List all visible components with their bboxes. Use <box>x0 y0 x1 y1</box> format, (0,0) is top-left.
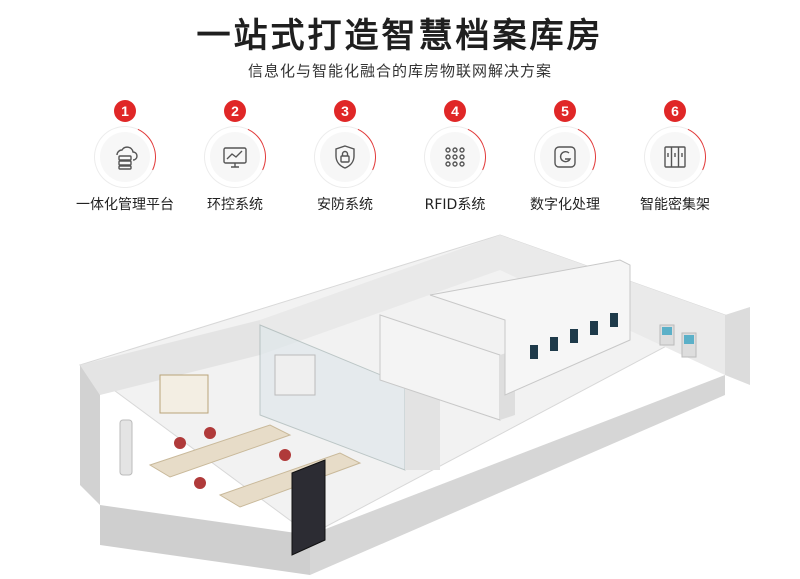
feature-item-smart-shelf: 6 智能密集架 <box>620 100 730 220</box>
digital-g-icon <box>540 132 590 182</box>
air-purifier <box>119 419 133 476</box>
kiosk-terminal <box>659 324 697 358</box>
whiteboard <box>159 374 209 414</box>
room-wall-back <box>260 235 500 355</box>
feature-item-rfid: 4 RFID系统 <box>400 100 510 220</box>
file-cabinet <box>274 354 316 396</box>
page-subtitle: 信息化与智能化融合的库房物联网解决方案 <box>247 62 552 80</box>
feature-number: 3 <box>334 100 356 122</box>
feature-label: 安防系统 <box>317 197 373 213</box>
feature-item-security: 3 安防系统 <box>290 100 400 220</box>
feature-item-digital: 5 数字化处理 <box>510 100 620 220</box>
archive-room-illustration <box>78 234 750 575</box>
feature-label: 智能密集架 <box>640 197 710 213</box>
feature-list: 1 一体化管理平台 2 环控系统 3 <box>70 100 730 220</box>
security-door <box>291 459 326 556</box>
page-title: 一站式打造智慧档案库房 <box>196 16 604 56</box>
feature-item-env-control: 2 环控系统 <box>180 100 290 220</box>
dense-shelf-group-right <box>429 259 631 396</box>
cabinet-icon <box>650 132 700 182</box>
shield-lock-icon <box>320 132 370 182</box>
feature-item-platform: 1 一体化管理平台 <box>70 100 180 220</box>
server-cloud-icon <box>100 132 150 182</box>
feature-number: 5 <box>554 100 576 122</box>
feature-number: 2 <box>224 100 246 122</box>
feature-label: RFID系统 <box>424 197 486 213</box>
feature-number: 6 <box>664 100 686 122</box>
room-wall-front <box>100 505 310 575</box>
feature-label: 数字化处理 <box>530 197 600 213</box>
feature-label: 环控系统 <box>207 197 263 213</box>
room-wall-left <box>80 320 260 395</box>
monitor-chart-icon <box>210 132 260 182</box>
rfid-grid-icon <box>430 132 480 182</box>
feature-label: 一体化管理平台 <box>76 197 174 213</box>
feature-number: 4 <box>444 100 466 122</box>
feature-number: 1 <box>114 100 136 122</box>
